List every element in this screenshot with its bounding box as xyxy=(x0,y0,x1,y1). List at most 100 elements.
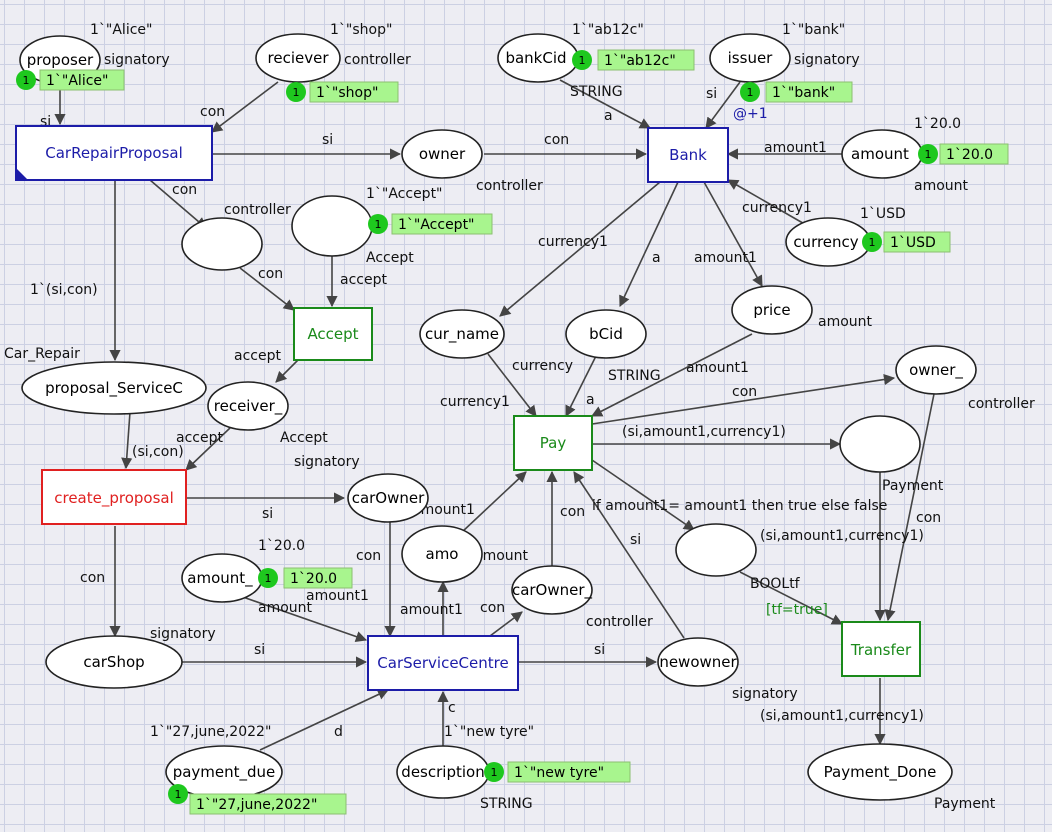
arc-newowner-to-pay[interactable] xyxy=(573,471,685,639)
arc-bank-to-curname[interactable] xyxy=(499,181,661,317)
svg-text:1: 1 xyxy=(293,86,300,99)
type-payment-done: Payment xyxy=(934,796,996,812)
marking-issuer: 1 1`"bank" xyxy=(740,81,853,103)
arc-carrepairproposal-to-empty[interactable] xyxy=(149,179,207,229)
arc-bank-to-price[interactable] xyxy=(703,181,763,287)
svg-text:1`"Accept": 1`"Accept" xyxy=(398,217,475,233)
arc-reciever-to-carrepairproposal[interactable] xyxy=(211,81,279,133)
transition-create-proposal[interactable]: create_proposal xyxy=(41,469,187,525)
svg-text:payment_due: payment_due xyxy=(173,763,276,782)
arc-bankcid-to-bank[interactable] xyxy=(559,79,651,129)
place-accept[interactable] xyxy=(291,195,373,257)
svg-text:Payment_Done: Payment_Done xyxy=(824,763,937,782)
arc-booltf-to-transfer[interactable] xyxy=(739,571,843,625)
arc-label-si: si xyxy=(322,132,333,148)
type-carowner: signatory xyxy=(294,454,360,470)
arc-bcid-to-pay[interactable] xyxy=(565,355,597,418)
place-bcid[interactable]: bCid xyxy=(565,309,647,359)
arc-label-si-con: (si,con) xyxy=(132,444,184,460)
type-bankcid: STRING xyxy=(570,84,623,100)
svg-text:1: 1 xyxy=(925,148,932,161)
svg-text:carShop: carShop xyxy=(83,653,144,671)
place-receiver[interactable]: receiver_ xyxy=(207,381,289,431)
place-amount-u[interactable]: amount_ xyxy=(181,553,263,603)
place-payment-due[interactable]: payment_due xyxy=(165,745,283,799)
arc-issuer-to-bank[interactable] xyxy=(705,81,741,129)
place-carowner[interactable]: carOwner xyxy=(347,473,429,523)
inscriptions: 1`"Alice" signatory si 1`"shop" controll… xyxy=(4,22,1035,812)
arc-amountu-to-carservicecentre[interactable] xyxy=(239,595,368,642)
init-marking-bankcid: 1`"ab12c" xyxy=(572,22,644,38)
arc-amo-to-pay[interactable] xyxy=(461,471,527,533)
marking-description: 1 1`"new tyre" xyxy=(484,761,631,783)
place-price[interactable]: price xyxy=(731,285,813,335)
type-carowner2: controller xyxy=(586,614,653,630)
type-description: STRING xyxy=(480,796,533,812)
place-proposal-servicec[interactable]: proposal_ServiceC xyxy=(21,361,207,415)
svg-text:1: 1 xyxy=(747,86,754,99)
arc-empty-to-accept[interactable] xyxy=(239,267,295,311)
place-issuer[interactable]: issuer xyxy=(709,33,791,83)
place-booltf[interactable] xyxy=(675,523,757,577)
place-cur-name[interactable]: cur_name xyxy=(419,309,505,359)
init-marking-description: 1`"new tyre" xyxy=(444,724,534,740)
arc-accept-to-receiver[interactable] xyxy=(275,359,299,383)
arc-receiver-to-createproposal[interactable] xyxy=(185,427,231,471)
arc-pay-to-owner2[interactable] xyxy=(591,373,896,425)
place-description[interactable]: description xyxy=(396,745,490,799)
svg-text:receiver_: receiver_ xyxy=(214,397,283,416)
arc-price-to-pay[interactable] xyxy=(591,333,753,417)
arc-label-con: con xyxy=(258,266,283,282)
transition-bank[interactable]: Bank xyxy=(647,127,729,183)
place-owner2[interactable]: owner_ xyxy=(895,345,977,395)
place-reciever[interactable]: reciever xyxy=(255,33,341,83)
marking-amount-u: 1 1`20.0 xyxy=(258,567,353,589)
init-marking-currency: 1`USD xyxy=(860,206,906,222)
svg-text:proposer: proposer xyxy=(27,51,94,69)
arc-label-tuple: (si,amount1,currency1) xyxy=(760,708,924,724)
transition-accept[interactable]: Accept xyxy=(293,307,373,361)
svg-text:Pay: Pay xyxy=(540,434,567,452)
place-newowner[interactable]: newowner xyxy=(657,637,739,687)
svg-text:CarRepairProposal: CarRepairProposal xyxy=(45,144,183,162)
arc-label-si: si xyxy=(40,114,51,130)
arc-carservicecentre-to-carowner2[interactable] xyxy=(489,611,523,637)
svg-text:owner_: owner_ xyxy=(909,361,963,380)
place-carowner2[interactable]: carOwner_ xyxy=(511,565,593,615)
transition-pay[interactable]: Pay xyxy=(513,415,593,471)
marking-reciever: 1 1`"shop" xyxy=(286,81,399,103)
transition-transfer[interactable]: Transfer xyxy=(841,621,921,677)
svg-text:Bank: Bank xyxy=(669,146,707,164)
place-carshop[interactable]: carShop xyxy=(45,635,183,689)
svg-text:price: price xyxy=(753,301,790,319)
place-payment[interactable] xyxy=(839,415,921,473)
arc-label-si: si xyxy=(630,532,641,548)
place-payment-done[interactable]: Payment_Done xyxy=(807,743,953,801)
arc-label-tuple: (si,amount1,currency1) xyxy=(622,424,786,440)
place-bankcid[interactable]: bankCid xyxy=(497,33,579,83)
arc-pay-to-booltf[interactable] xyxy=(591,459,695,531)
place-owner[interactable]: owner xyxy=(401,129,483,179)
arc-paymentdue-to-carservicecentre[interactable] xyxy=(259,689,390,751)
arc-curname-to-pay[interactable] xyxy=(487,353,537,417)
arc-currency-to-bank[interactable] xyxy=(727,179,809,227)
place-empty-controller[interactable] xyxy=(181,217,263,271)
transition-carservicecentre[interactable]: CarServiceCentre xyxy=(367,635,519,691)
svg-text:1`20.0: 1`20.0 xyxy=(290,571,337,587)
svg-text:Accept: Accept xyxy=(307,325,358,343)
init-marking-payment-due: 1`"27,june,2022" xyxy=(150,724,271,740)
svg-text:1: 1 xyxy=(265,572,272,585)
place-currency[interactable]: currency xyxy=(785,217,871,267)
arc-label-con: con xyxy=(560,504,585,520)
guard-transfer: [tf=true] xyxy=(766,602,828,618)
place-amount[interactable]: amount xyxy=(841,129,923,179)
transition-carrepairproposal[interactable]: CarRepairProposal xyxy=(15,125,213,181)
type-amo: amount xyxy=(474,548,529,564)
arc-owner2-to-transfer[interactable] xyxy=(884,393,935,622)
type-proposal-service: Car_Repair xyxy=(4,346,80,362)
arc-bank-to-bcid[interactable] xyxy=(619,181,679,308)
arc-proposalservice-to-createproposal[interactable] xyxy=(121,411,133,470)
place-amo[interactable]: amo xyxy=(401,525,483,583)
type-booltf: BOOLtf xyxy=(750,576,801,592)
svg-text:1`"shop": 1`"shop" xyxy=(316,85,378,101)
